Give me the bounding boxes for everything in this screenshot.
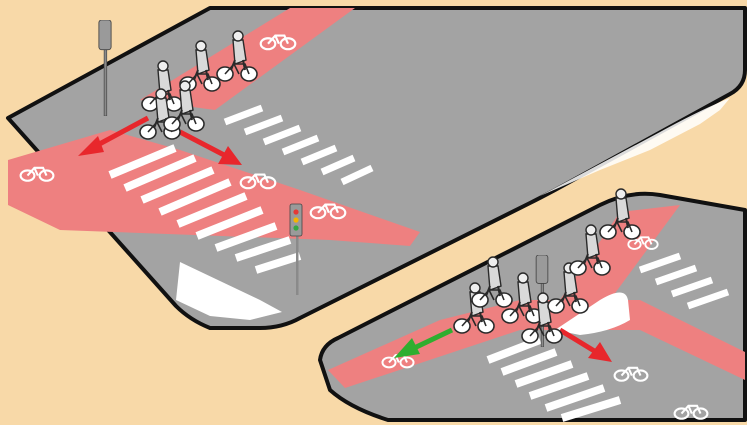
cycle-intersection-illustration	[0, 0, 747, 425]
